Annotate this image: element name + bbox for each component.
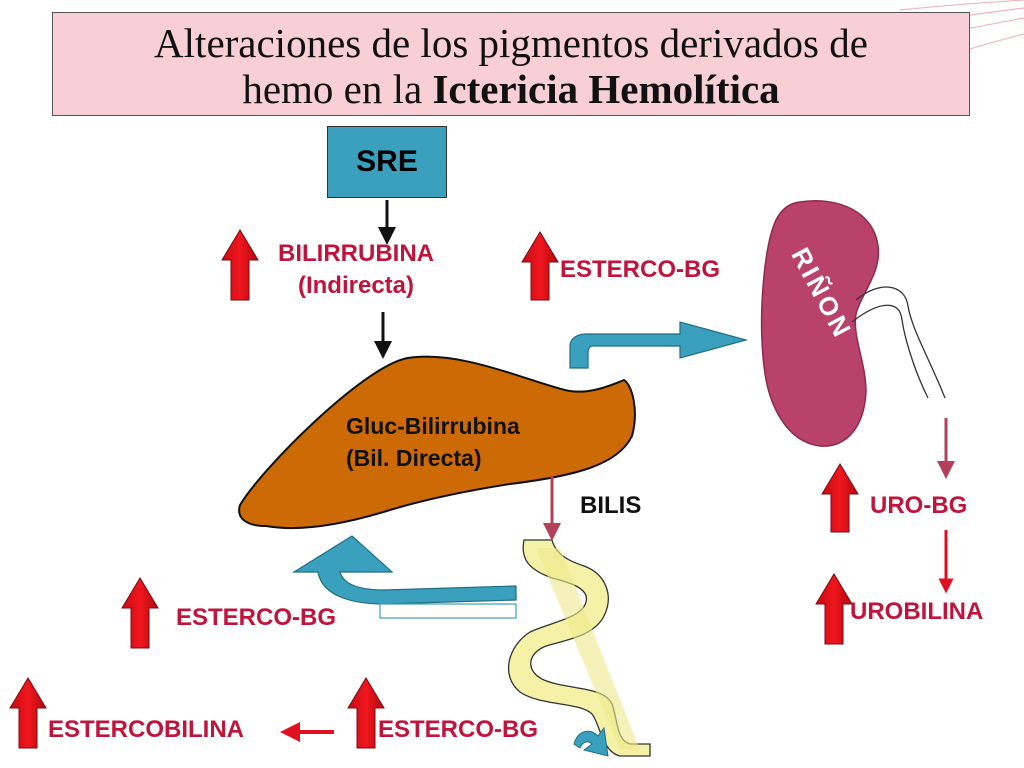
bilirrubina-line-2: (Indirecta) [297,272,414,299]
estercobilina-label: ESTERCOBILINA [48,716,245,743]
flow-arrow-enterohepatic [291,535,517,605]
liver-label: Gluc-Bilirrubina (Bil. Directa) [346,410,520,474]
esterco-bg-left-label: ESTERCO-BG [176,604,337,631]
esterco-bg-top-label: ESTERCO-BG [560,256,721,283]
bilirrubina-line-1: BILIRRUBINA [278,240,434,267]
flow-arrow-to-kidney [569,321,749,369]
increase-arrow-esterco-top [521,231,559,301]
title-line-2-bold: Ictericia Hemolítica [432,66,780,112]
increase-arrow-estercobilina [9,677,47,749]
increase-arrow-urobilina [815,573,853,645]
flow-arrow-tail-box [379,603,517,619]
page-title: Alteraciones de los pigmentos derivados … [52,12,970,116]
liver-line-1: Gluc-Bilirrubina [346,413,520,439]
bilis-label: BILIS [580,492,642,519]
title-line-2: hemo en la Ictericia Hemolítica [53,66,969,112]
flow-arrow-intestine-exit [573,726,609,757]
increase-arrows [9,229,859,749]
increase-arrow-esterco-bottom [347,677,385,749]
title-line-2-normal: hemo en la [242,66,433,112]
ureter-lines [851,286,946,399]
increase-arrow-bilirrubina [221,229,259,301]
increase-arrow-uro-bg [821,463,859,533]
sre-box: SRE [327,126,447,198]
increase-arrow-esterco-left [121,577,159,649]
liver-shape [238,355,636,529]
sre-label: SRE [356,145,418,178]
bilirrubina-label: BILIRRUBINA (Indirecta) [278,238,434,302]
intestine-highlight [536,548,640,750]
urobilina-label: UROBILINA [850,598,984,625]
title-line-1: Alteraciones de los pigmentos derivados … [154,20,868,66]
esterco-bg-bottom-label: ESTERCO-BG [378,716,539,743]
liver-line-2: (Bil. Directa) [346,445,482,471]
uro-bg-label: URO-BG [870,492,968,519]
kidney-shape [760,200,880,447]
